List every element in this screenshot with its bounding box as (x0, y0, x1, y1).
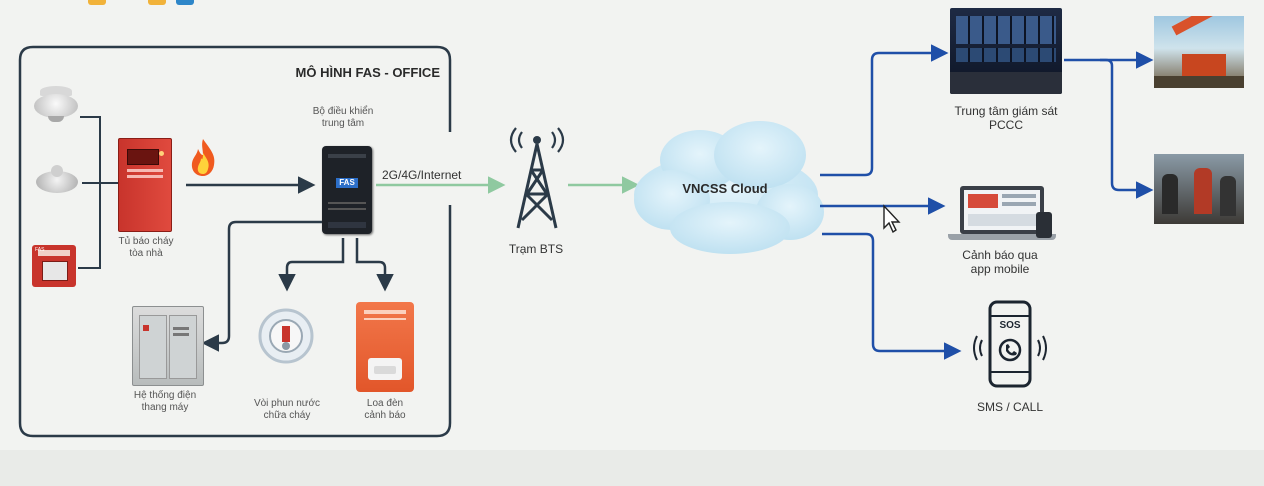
sprinkler-label: Vòi phun nước chữa cháy (232, 398, 342, 422)
manual-call-point-text: FAS (35, 247, 45, 253)
link-label: 2G/4G/Internet (382, 168, 462, 182)
cloud-to-sms-arrow (822, 232, 962, 360)
flame-icon (188, 137, 218, 177)
smoke-detector-icon (34, 86, 78, 126)
controller-label: Bộ điều khiển trung tâm (300, 106, 386, 130)
panel-label-line2: tòa nhà (129, 248, 163, 259)
cloud-to-monitor-arrow (820, 44, 949, 177)
siren-label-line1: Loa đèn (366, 398, 404, 409)
controller-brand: FAS (336, 178, 358, 188)
monitor-label-line2: PCCC (988, 118, 1023, 132)
monitor-label-line1: Trung tâm giám sát (954, 104, 1058, 118)
sms-label: SMS / CALL (976, 400, 1044, 414)
elevator-label-line1: Hệ thống điện (133, 390, 197, 401)
cloud-icon (634, 121, 824, 254)
elevator-label: Hệ thống điện thang máy (112, 390, 218, 414)
siren-label: Loa đèn cảnh báo (340, 398, 430, 422)
laptop-app-icon (948, 186, 1056, 244)
cropped-top-icons (88, 0, 198, 6)
sprinkler-label-line2: chữa cháy (263, 410, 311, 421)
controller-to-sprinkler-arrow (278, 238, 345, 292)
office-box-title: MÔ HÌNH FAS - OFFICE (295, 65, 440, 80)
controller-label-line2: trung tâm (321, 118, 365, 129)
panel-label: Tủ báo cháy tòa nhà (104, 236, 188, 260)
bottom-band (0, 450, 1264, 486)
office-frame (18, 45, 452, 438)
fire-panel-icon (118, 138, 172, 232)
elevator-label-line2: thang máy (141, 402, 189, 413)
cloud-label: VNCSS Cloud (682, 181, 768, 196)
sprinkler-icon (256, 306, 316, 366)
phone-sos-text: SOS (999, 320, 1021, 331)
siren-icon (356, 302, 414, 392)
controller-to-elevator-arrow (201, 220, 322, 352)
controller-to-siren-arrow (355, 238, 394, 292)
firefighters-crane-icon (1154, 16, 1244, 88)
bts-label: Trạm BTS (508, 242, 564, 256)
mouse-cursor-icon (882, 204, 902, 234)
detector-bracket (78, 116, 118, 269)
heat-detector-icon (36, 165, 78, 199)
siren-label-line2: cảnh báo (364, 410, 406, 421)
panel-label-line1: Tủ báo cháy (118, 236, 174, 247)
controller-label-line1: Bộ điều khiển (312, 106, 374, 117)
monitor-label: Trung tâm giám sát PCCC (926, 104, 1086, 132)
app-label-line2: app mobile (970, 262, 1030, 276)
sprinkler-label-line1: Vòi phun nước (253, 398, 321, 409)
app-label: Cảnh báo qua app mobile (930, 248, 1070, 276)
monitoring-center-icon (950, 8, 1062, 94)
firefighters-icon (1154, 154, 1244, 224)
app-label-line1: Cảnh báo qua (962, 248, 1038, 262)
monitor-to-firefighters-arrow (1100, 58, 1154, 199)
manual-call-point-icon: FAS (32, 245, 76, 287)
bts-tower-icon (502, 120, 572, 232)
controller-icon: FAS (322, 146, 372, 234)
phone-sos-icon: SOS (970, 300, 1050, 390)
elevator-system-icon (132, 306, 204, 386)
